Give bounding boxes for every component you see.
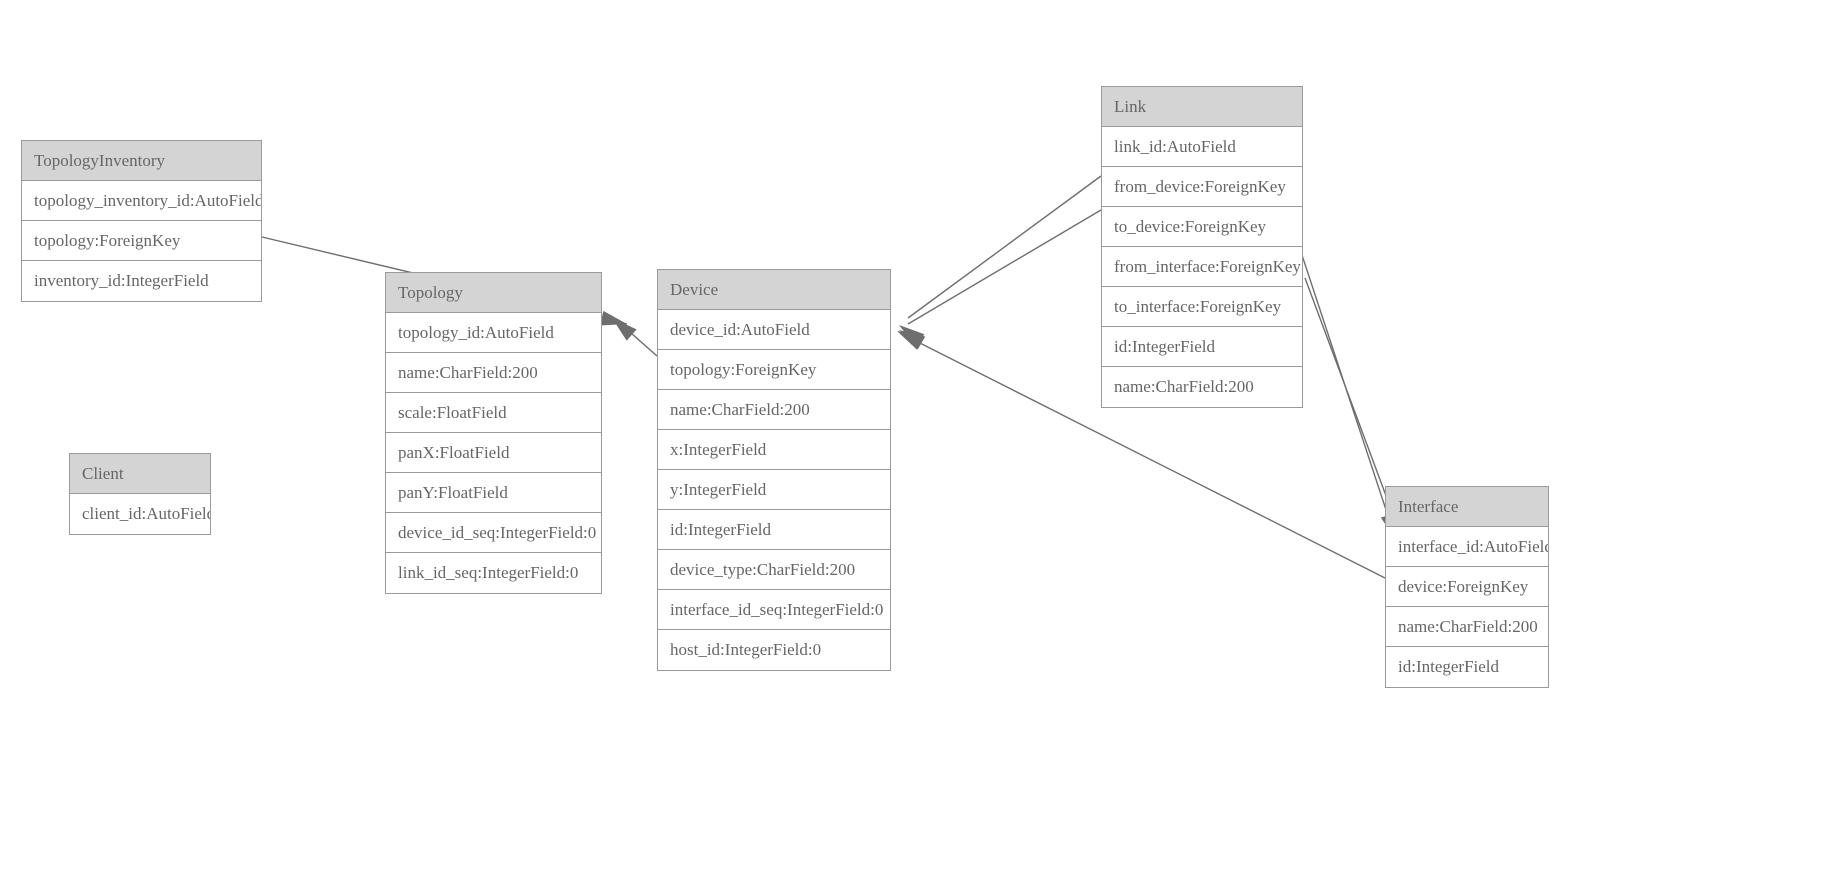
- field-row: device_type:CharField:200: [658, 550, 890, 590]
- field-row: name:CharField:200: [1114, 377, 1254, 396]
- relationship-arrowhead: [899, 330, 926, 350]
- relationship-link-from-device: [899, 175, 1102, 347]
- field-row: from_device:ForeignKey: [1102, 167, 1302, 207]
- entity-title-topology: Topology: [386, 273, 601, 313]
- relationship-device-topology: [612, 318, 658, 357]
- field-row: device_id:AutoField: [658, 310, 890, 350]
- relationship-line: [907, 175, 1102, 319]
- entity-fields-client: client_id:AutoField: [70, 494, 210, 534]
- relationship-line: [907, 209, 1102, 325]
- field-row: topology_id:AutoField: [386, 313, 601, 353]
- entity-title-device: Device: [658, 270, 890, 310]
- field-row: id:IntegerField: [658, 510, 890, 550]
- entity-title-link: Link: [1102, 87, 1302, 127]
- relationship-arrowhead: [599, 310, 627, 326]
- field-row: panY:FloatField: [386, 473, 601, 513]
- field-row: topology:ForeignKey: [658, 350, 890, 390]
- relationship-line: [621, 324, 658, 357]
- field-row: device_id_seq:IntegerField:0: [386, 513, 601, 553]
- field-row: id:IntegerField: [1398, 657, 1500, 676]
- entity-title-interface: Interface: [1386, 487, 1548, 527]
- field-row: interface_id:AutoField: [1386, 527, 1548, 567]
- field-row: y:IntegerField: [658, 470, 890, 510]
- entity-client[interactable]: Client client_id:AutoField: [69, 453, 211, 535]
- relationship-arrowhead: [612, 318, 637, 341]
- field-row: scale:FloatField: [386, 393, 601, 433]
- relationship-arrowhead: [899, 325, 925, 347]
- field-row: from_interface:ForeignKey: [1102, 247, 1302, 287]
- field-row: host_id:IntegerField:0: [670, 640, 822, 659]
- relationship-line: [1297, 242, 1393, 529]
- field-row: to_interface:ForeignKey: [1102, 287, 1302, 327]
- field-row: device:ForeignKey: [1386, 567, 1548, 607]
- entity-title-client: Client: [70, 454, 210, 494]
- relationship-arrowhead: [897, 331, 924, 350]
- field-row: topology_inventory_id:AutoField: [22, 181, 261, 221]
- relationship-link-to-device: [899, 209, 1102, 350]
- field-row: name:CharField:200: [658, 390, 890, 430]
- field-row: x:IntegerField: [658, 430, 890, 470]
- field-row: interface_id_seq:IntegerField:0: [658, 590, 890, 630]
- field-row: panX:FloatField: [386, 433, 601, 473]
- field-row: link_id_seq:IntegerField:0: [398, 563, 579, 582]
- field-row: name:CharField:200: [1386, 607, 1548, 647]
- field-row: topology:ForeignKey: [22, 221, 261, 261]
- field-row: inventory_id:IntegerField: [34, 271, 209, 290]
- field-row: to_device:ForeignKey: [1102, 207, 1302, 247]
- field-row: client_id:AutoField: [82, 504, 210, 523]
- field-row: id:IntegerField: [1102, 327, 1302, 367]
- field-row: link_id:AutoField: [1102, 127, 1302, 167]
- field-row: name:CharField:200: [386, 353, 601, 393]
- entity-title-topology-inventory: TopologyInventory: [22, 141, 261, 181]
